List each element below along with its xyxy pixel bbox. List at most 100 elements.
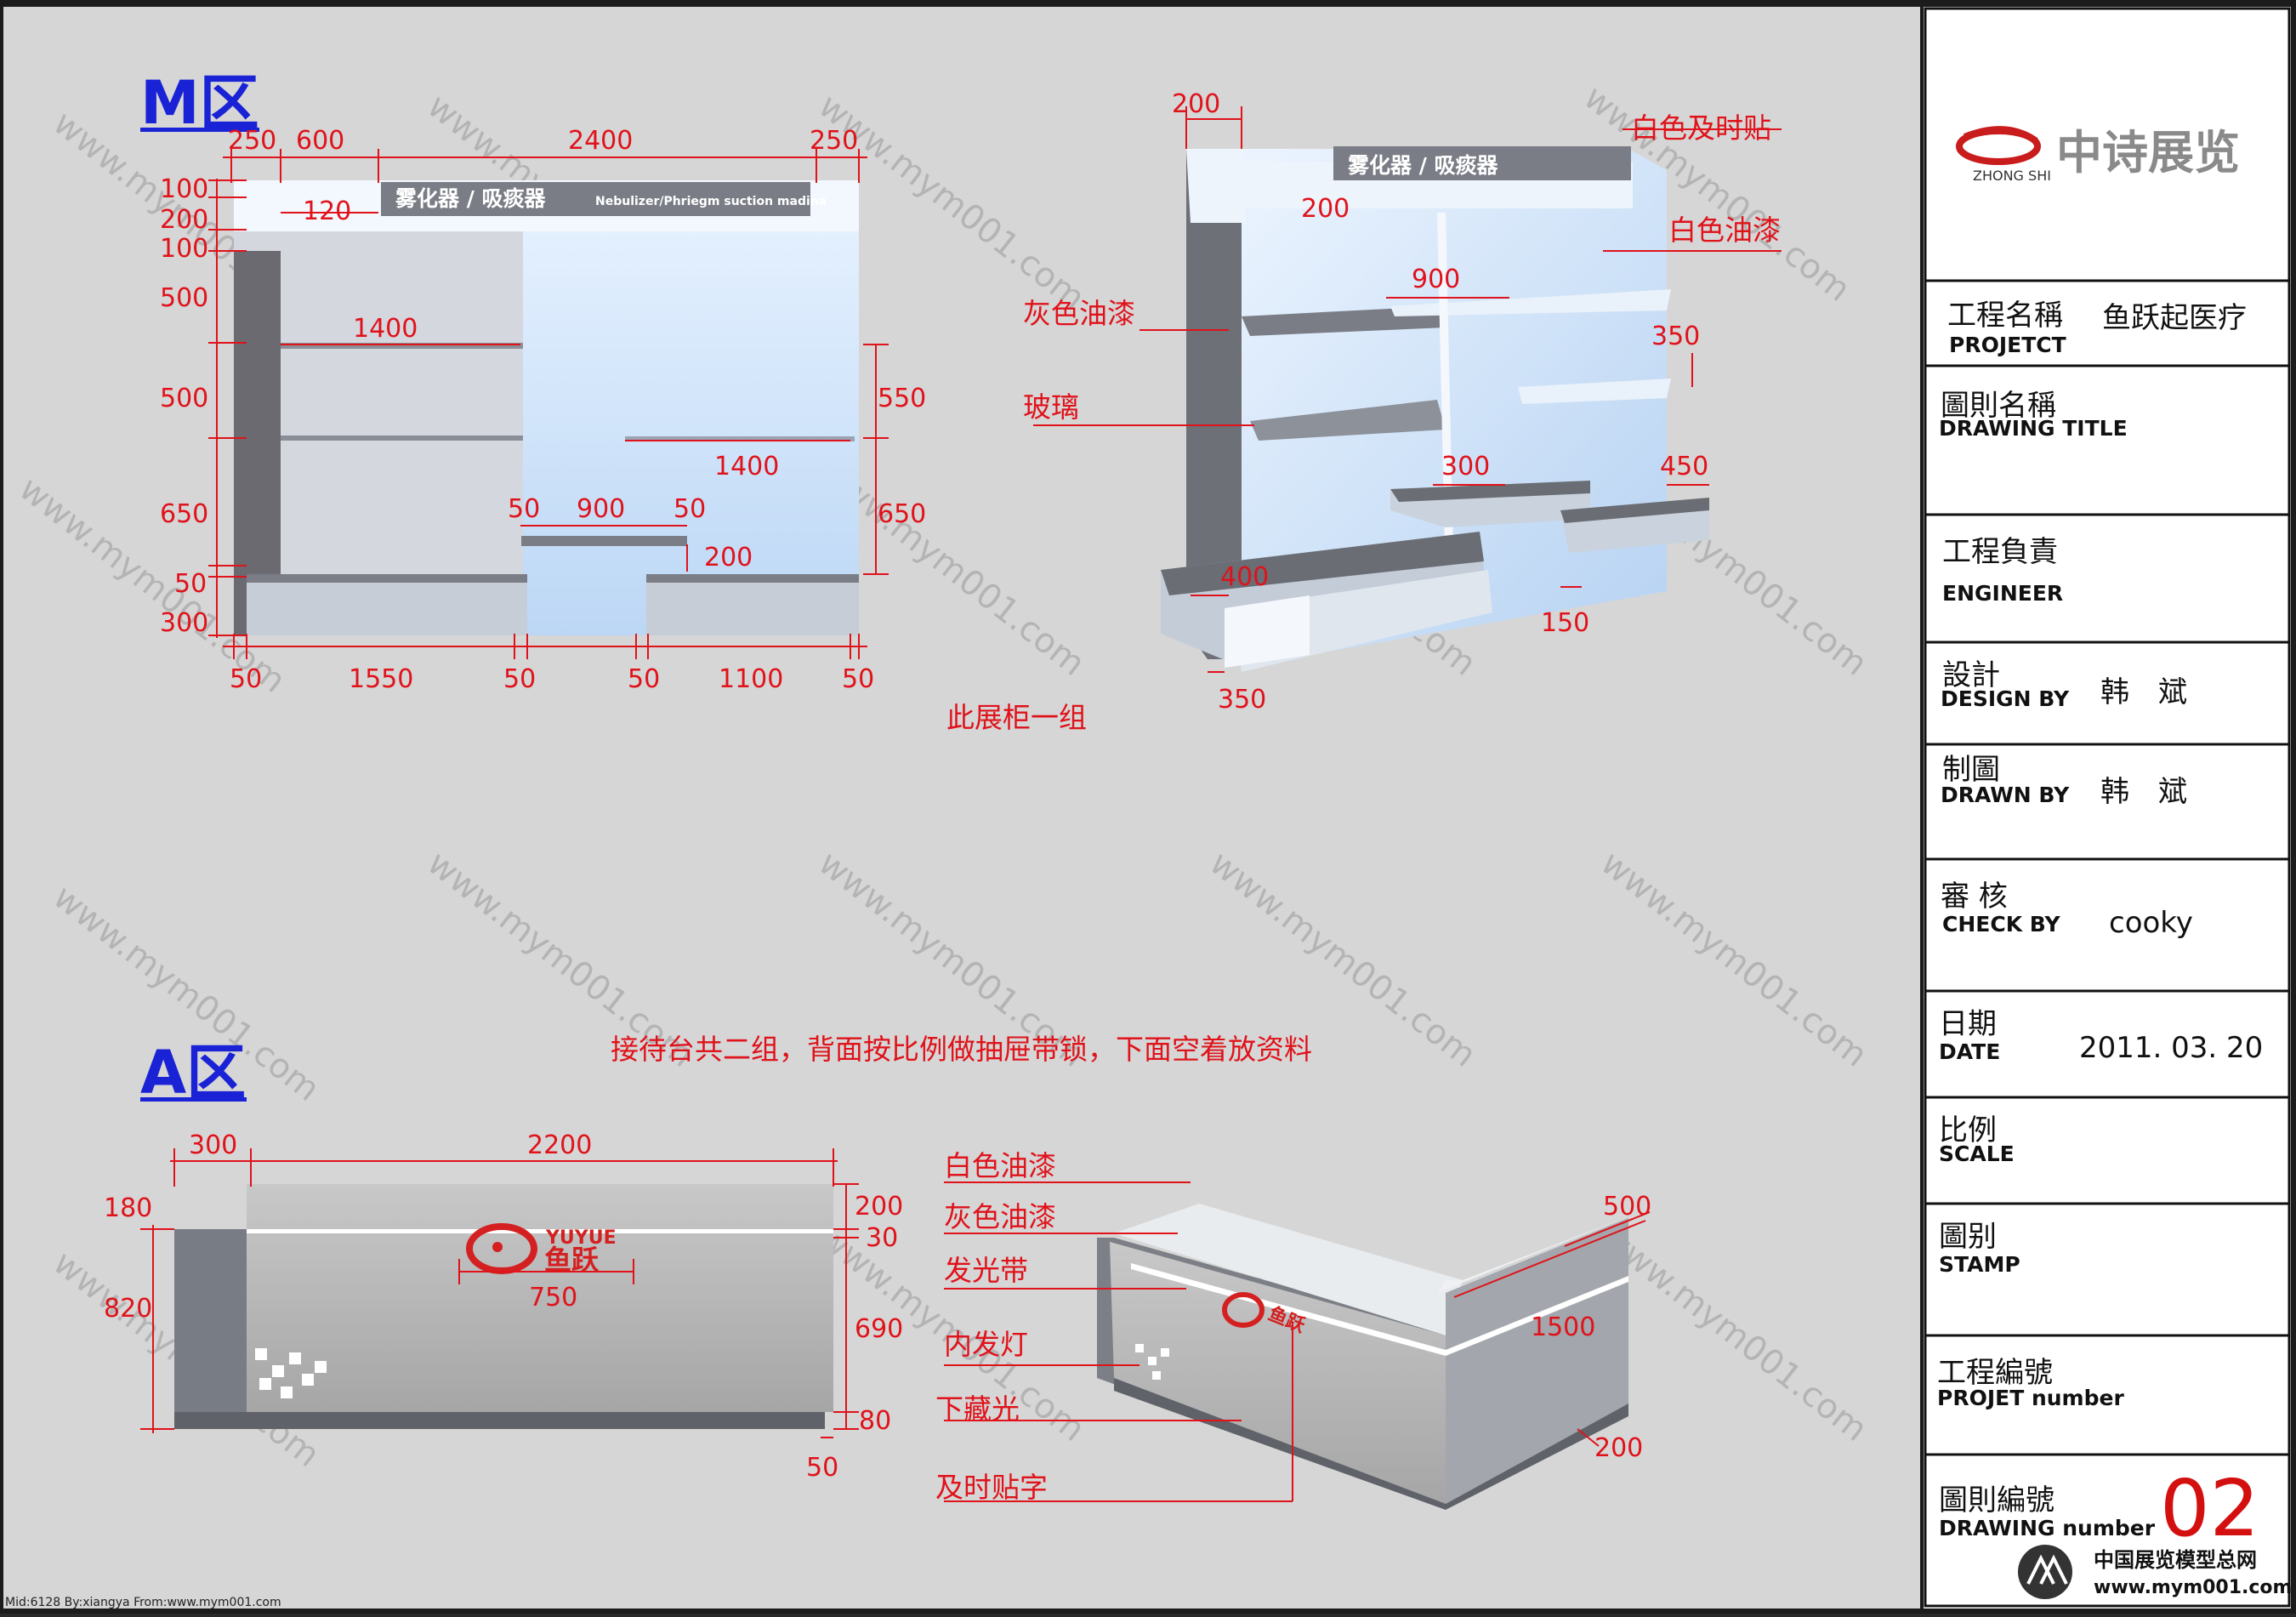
dim-label: 120 xyxy=(303,196,351,226)
m-perspective: 雾化器 / 吸痰器 xyxy=(1161,146,1709,672)
callout-label: 内发灯 xyxy=(944,1328,1028,1361)
dim-label: 1400 xyxy=(353,314,418,344)
tb-label-cn: 工程名稱 xyxy=(1947,299,2063,333)
tb-label-en: STAMP xyxy=(1939,1252,2020,1277)
footer-cn: 中国展览模型总网 xyxy=(2094,1548,2257,1572)
callout-label: 白色油漆 xyxy=(944,1149,1056,1182)
dim-label: 650 xyxy=(160,499,208,529)
dim-label: 80 xyxy=(859,1406,891,1436)
tb-label-en: PROJETCT xyxy=(1949,333,2066,357)
dim-label: 2400 xyxy=(568,126,633,156)
dim-label: 200 xyxy=(1172,89,1220,119)
a-perspective: 鱼跃 xyxy=(1097,1204,1628,1510)
dim-label: 50 xyxy=(673,494,706,524)
corner-credit: Mid:6128 By:xiangya From:www.mym001.com xyxy=(5,1596,281,1609)
m-base-left xyxy=(247,574,527,635)
callout-label: 下藏光 xyxy=(935,1392,1020,1426)
m-persp-dim-lines xyxy=(1033,106,1782,673)
tb-label-cn: 比例 xyxy=(1939,1113,1997,1147)
tb-label-cn: 日期 xyxy=(1939,1007,1997,1041)
dim-label: 300 xyxy=(160,608,208,638)
dim-label: 350 xyxy=(1218,685,1266,715)
dim-label: 250 xyxy=(228,126,276,156)
tb-label-en: ENGINEER xyxy=(1942,581,2063,606)
dim-label: 1550 xyxy=(349,664,413,694)
dim-label: 2200 xyxy=(527,1130,592,1160)
tb-label-en: DRAWING number xyxy=(1939,1516,2156,1540)
tb-label-cn: 圖則名稱 xyxy=(1941,389,2056,423)
dim-label: 450 xyxy=(1660,452,1708,481)
dim-label: 750 xyxy=(529,1283,577,1312)
dim-label: 50 xyxy=(508,494,540,524)
dim-label: 400 xyxy=(1220,562,1269,592)
dim-label: 200 xyxy=(704,543,753,572)
zone-a-underline xyxy=(140,1097,247,1102)
tb-label-en: DATE xyxy=(1939,1039,2000,1064)
dim-label: 650 xyxy=(878,499,926,529)
dim-label: 200 xyxy=(855,1192,903,1221)
callout-label: 玻璃 xyxy=(1023,390,1079,424)
tb-label-en: DESIGN BY xyxy=(1941,686,2070,711)
dim-label: 200 xyxy=(1301,194,1350,224)
callout-label: 及时贴字 xyxy=(935,1471,1048,1504)
a-note: 接待台共二组，背面按比例做抽屉带锁，下面空着放资料 xyxy=(611,1033,1312,1066)
dim-label: 690 xyxy=(855,1314,903,1344)
dim-label: 900 xyxy=(1412,265,1460,294)
m-glass-shelf xyxy=(625,436,855,441)
dim-label: 200 xyxy=(1594,1433,1643,1463)
tb-label-cn: 審 核 xyxy=(1941,880,2008,914)
designer-value: 韩 斌 xyxy=(2100,675,2187,709)
tb-label-cn: 工程負責 xyxy=(1942,535,2058,569)
dim-label: 50 xyxy=(628,664,660,694)
dim-label: 600 xyxy=(296,126,344,156)
zone-a-label: A区 xyxy=(140,1038,246,1107)
dim-label: 820 xyxy=(104,1294,152,1324)
a-persp-dim-lines xyxy=(944,1181,1651,1502)
zone-m-underline xyxy=(140,128,259,132)
dim-label: 50 xyxy=(230,664,262,694)
tb-label-en: CHECK BY xyxy=(1942,912,2060,937)
m-front-post xyxy=(234,251,281,635)
dim-label: 50 xyxy=(503,664,536,694)
m-front-dim-lines xyxy=(208,149,889,659)
title-block-bg xyxy=(1924,7,2291,1608)
callout-label: 灰色油漆 xyxy=(944,1200,1056,1233)
dim-label: 250 xyxy=(810,126,858,156)
tb-label-en: PROJET number xyxy=(1937,1386,2124,1410)
dim-label: 500 xyxy=(1603,1192,1651,1221)
tb-label-cn: 工程編號 xyxy=(1937,1356,2053,1390)
a-front-dim-texts: 300 2200 180 820 200 30 690 80 50 750 xyxy=(104,1130,903,1483)
m-front-left-bay xyxy=(234,231,523,635)
drafter-value: 韩 斌 xyxy=(2100,775,2187,809)
callout-label: 灰色油漆 xyxy=(1023,297,1135,330)
project-value: 鱼跃起医疗 xyxy=(2102,301,2247,335)
callout-label: 白色油漆 xyxy=(1668,214,1781,247)
tb-label-en: DRAWN BY xyxy=(1941,783,2070,807)
tb-label-en: DRAWING TITLE xyxy=(1939,416,2128,441)
tb-label-cn: 圖則編號 xyxy=(1939,1483,2054,1517)
m-base-left-top xyxy=(247,574,527,583)
a-front-dim-lines xyxy=(140,1148,859,1438)
dim-label: 1100 xyxy=(719,664,783,694)
m-sign-plate xyxy=(381,182,810,216)
callout-label: 发光带 xyxy=(944,1254,1028,1287)
m-sign-text-en: Nebulizer/Phriegm suction madina xyxy=(595,195,827,208)
dim-label: 150 xyxy=(1541,608,1589,638)
dim-label: 50 xyxy=(806,1453,838,1483)
dim-label: 50 xyxy=(174,569,207,599)
dim-label: 180 xyxy=(104,1193,152,1223)
callout-label: 白色及时贴 xyxy=(1631,111,1771,145)
m-note: 此展柜一组 xyxy=(946,701,1087,734)
dim-label: 100 xyxy=(160,174,208,204)
a-persp-texts: 白色油漆 灰色油漆 发光带 内发灯 下藏光 及时贴字 500 1500 200 xyxy=(935,1149,1651,1504)
zone-m-label: M区 xyxy=(140,68,259,138)
m-persp-sign-cn: 雾化器 / 吸痰器 xyxy=(1348,153,1499,178)
dim-label: 900 xyxy=(577,494,625,524)
m-front-dim-texts: 250 600 2400 250 100 200 100 500 500 650… xyxy=(160,126,926,694)
dim-label: 550 xyxy=(878,384,926,413)
a-logo-en: YUYUE xyxy=(545,1227,617,1249)
tb-label-cn: 圖别 xyxy=(1939,1220,1997,1254)
dim-label: 500 xyxy=(160,283,208,313)
